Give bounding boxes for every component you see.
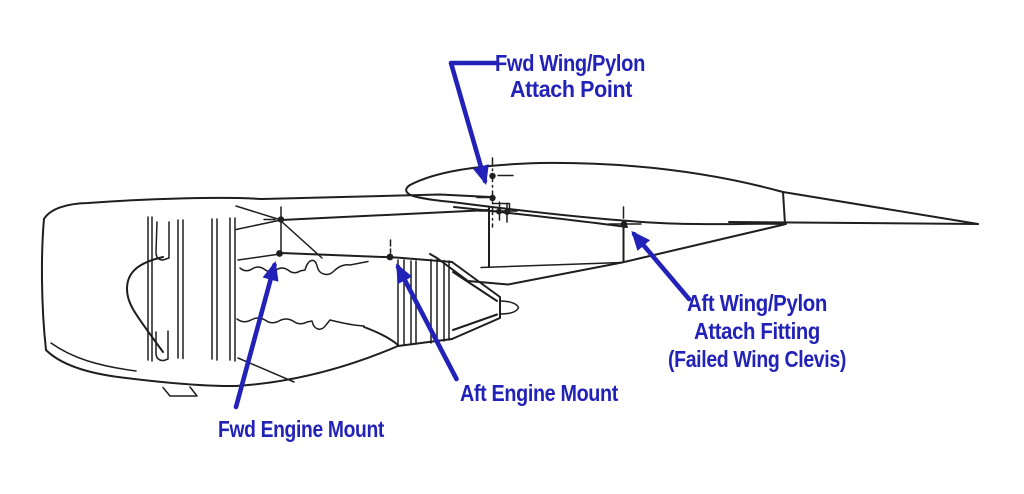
marker-tick-lines (263, 174, 642, 255)
inlet-lip-front-edge (40, 218, 47, 351)
aft-wing-attach-label: Aft Wing/Pylon Attach Fitting (Failed Wi… (668, 290, 846, 372)
nacelle-top-outline (43, 196, 263, 220)
pylon-aft-fairing-bottom (429, 253, 509, 286)
fwd-wing-attach-dot-upper (489, 172, 496, 180)
spinner-cone (126, 256, 164, 353)
fwd-wing-attach-dot-mid (489, 194, 496, 202)
fwd-engine-mount-dot (276, 250, 283, 257)
fwd-engine-mount-label: Fwd Engine Mount (218, 416, 385, 442)
drain-mast-tab (162, 386, 198, 397)
fwd-wing-attach-arrow (448, 60, 499, 185)
pylon (235, 193, 785, 286)
core-cutaway-upper-squiggle (239, 259, 369, 276)
wing-lower-skin-outer (451, 201, 787, 226)
core-cutaway-lower-squiggle (236, 317, 365, 330)
fwd-wing-attach-dot-lower-left (496, 208, 502, 215)
wing-leading-edge (405, 184, 453, 203)
wing-upper-surface (409, 161, 979, 225)
aft-wing-attach-label-line2: Attach Fitting (694, 318, 820, 344)
annotation-arrows (233, 60, 692, 410)
annotation-labels: Fwd Wing/Pylon Attach Point Aft Wing/Pyl… (218, 50, 846, 442)
flap-track-diagonal (507, 223, 785, 286)
exhaust-plug (499, 300, 520, 315)
wing-lower-skin-inner (453, 206, 628, 228)
pylon-forward-lower-edge (280, 220, 323, 259)
fan-duct-upper-aft-edge (237, 253, 281, 261)
pylon-mid-line (280, 209, 490, 221)
pylon-aft-fairing-mid (480, 261, 623, 269)
fan-frame-struts (147, 216, 236, 362)
fwd-engine-mount-dot-upper (277, 216, 285, 223)
aft-wing-attach-label-line1: Aft Wing/Pylon (687, 290, 827, 316)
wing-trailing-edge-lower (728, 221, 979, 225)
fan-blade-upper (155, 221, 170, 261)
inlet-lip-inner-arc (50, 342, 137, 372)
fwd-wing-attach-dot-lower-right (504, 209, 510, 215)
wing-spar-line (782, 191, 786, 225)
fwd-wing-attach-label: Fwd Wing/Pylon Attach Point (495, 50, 645, 102)
aft-wing-attach-dot (620, 221, 628, 228)
aft-engine-mount-dot (386, 253, 394, 261)
exhaust-nozzle (451, 261, 501, 340)
fwd-wing-attach-label-line2: Attach Point (510, 76, 633, 102)
engine-nacelle (40, 196, 453, 397)
pylon-forward-wedge-upper (235, 205, 282, 221)
core-bottom-line (363, 326, 399, 346)
core-top-line (280, 252, 453, 263)
aft-wing-attach-arrow (631, 230, 692, 302)
nacelle-bottom-outline (45, 338, 453, 388)
pylon-forward-wedge-lower (235, 219, 282, 231)
fan-blade-lower (155, 330, 169, 362)
pylon-top-edge (261, 193, 491, 200)
wing-section (405, 161, 979, 228)
fwd-engine-mount-arrow (233, 261, 279, 410)
attach-point-markers (263, 157, 642, 261)
turbine-frame-rings (397, 258, 450, 347)
aft-wing-attach-label-line3: (Failed Wing Clevis) (668, 346, 846, 372)
aft-engine-mount-label: Aft Engine Mount (460, 380, 619, 406)
engine-core (236, 252, 520, 347)
aft-engine-mount-arrow (395, 263, 459, 382)
fwd-wing-attach-label-line1: Fwd Wing/Pylon (495, 50, 645, 76)
